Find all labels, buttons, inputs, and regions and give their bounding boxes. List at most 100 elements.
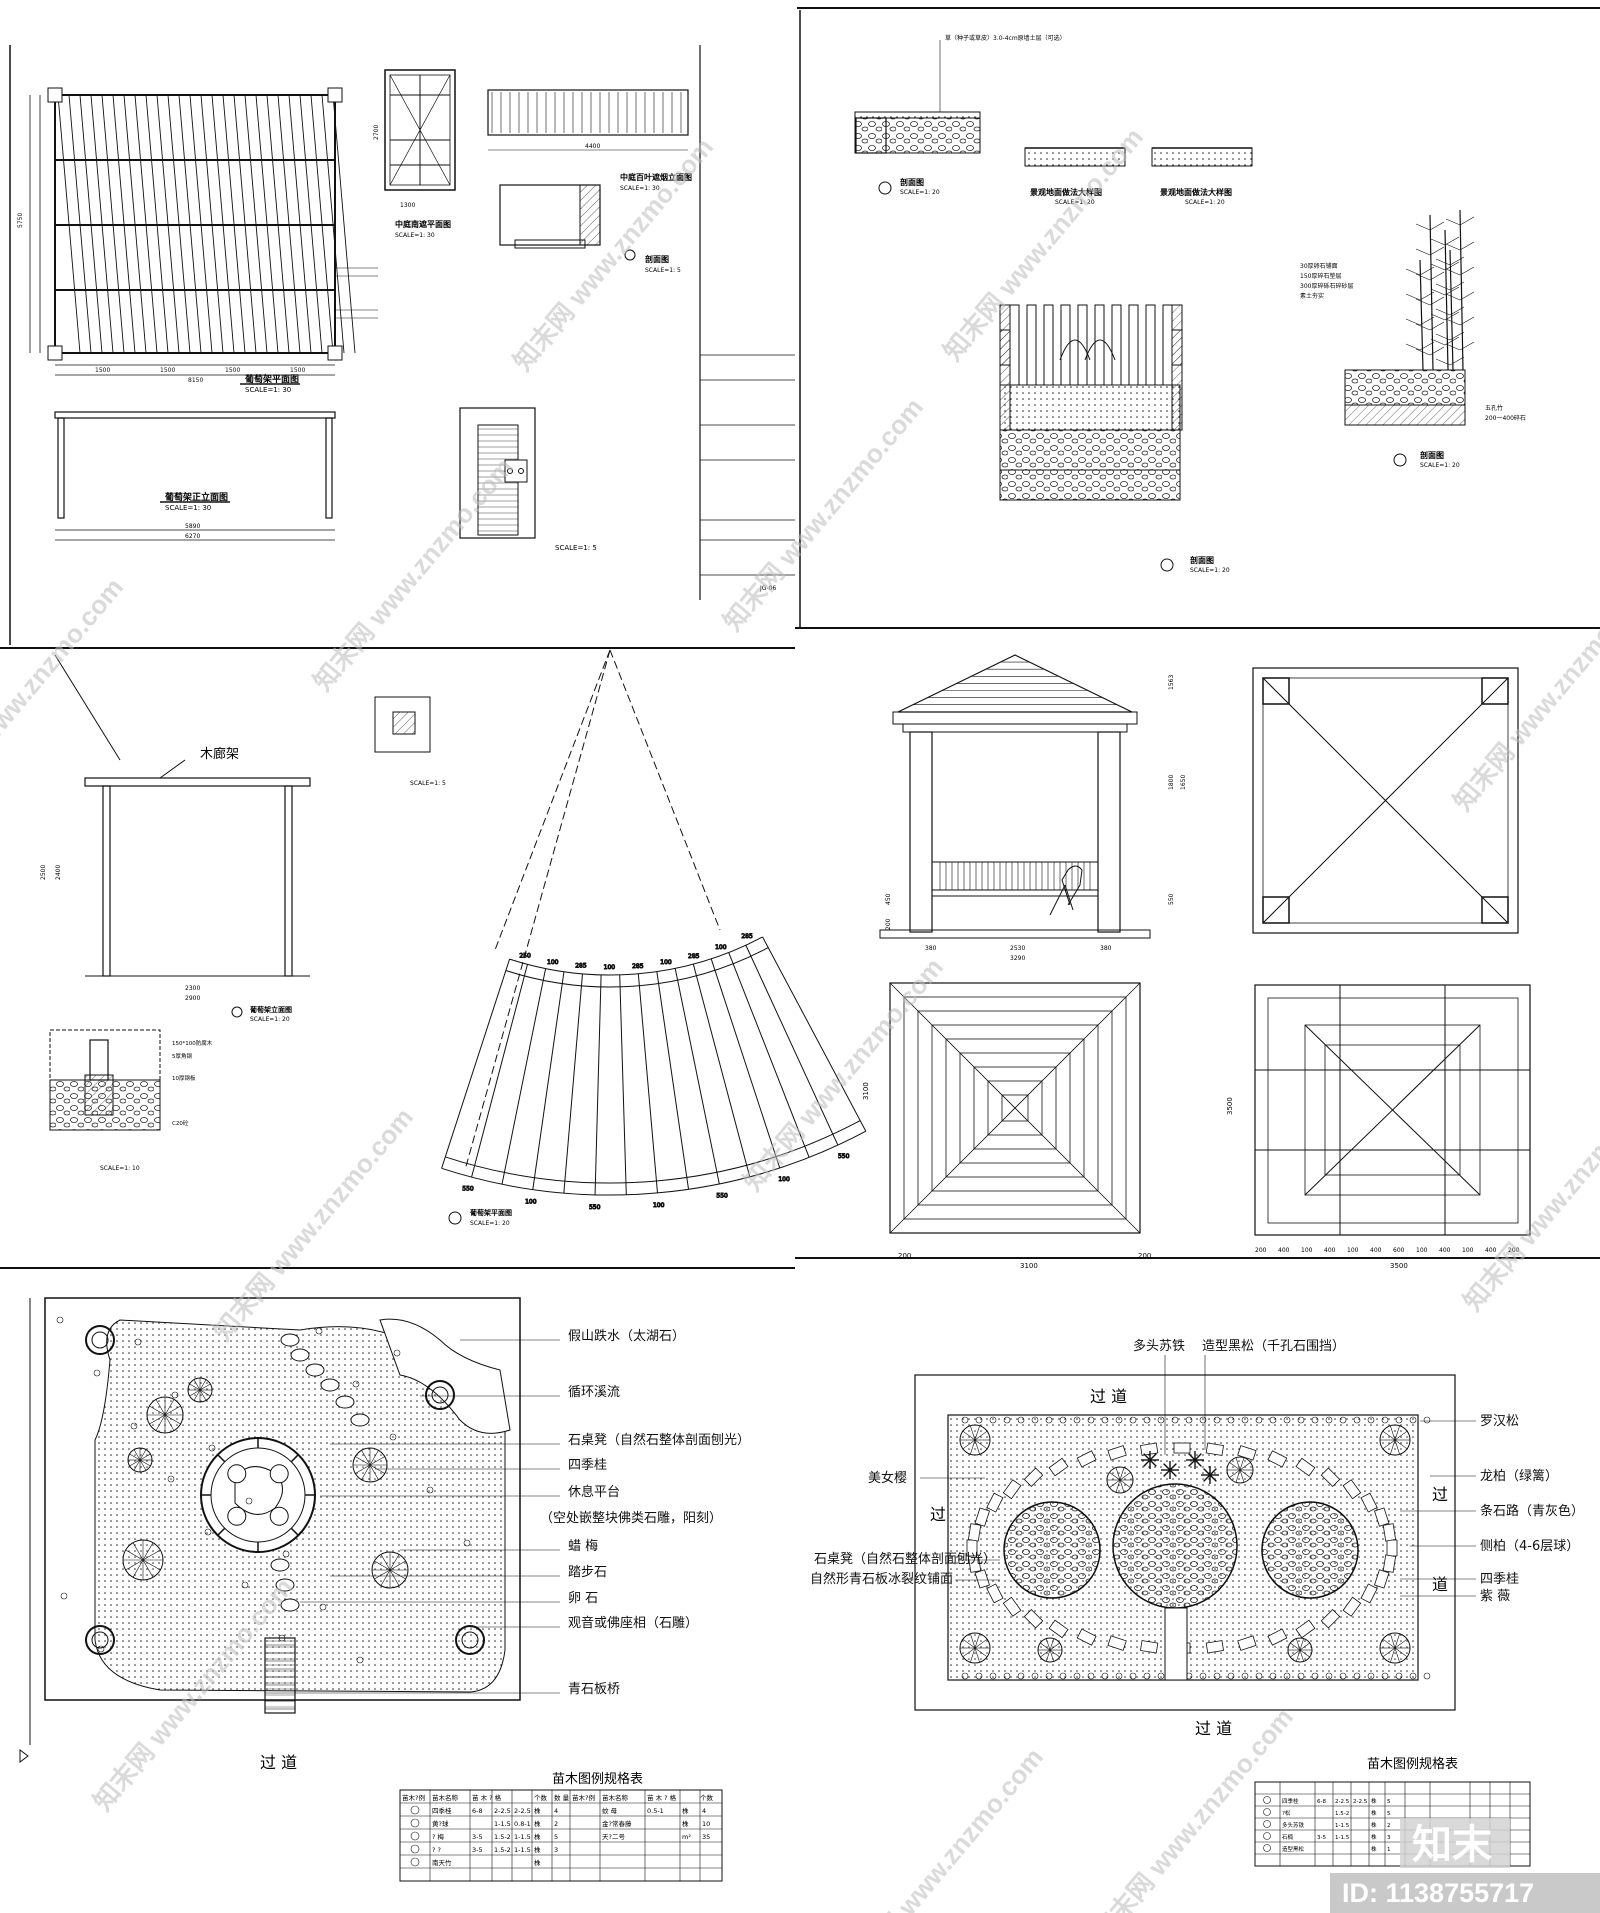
table-cell: 株 <box>682 1819 689 1828</box>
shrub-dot <box>134 1338 142 1346</box>
tree-branch <box>355 1464 371 1474</box>
tree-branch <box>1049 1649 1054 1662</box>
pav-h-1: 1563 <box>1168 675 1175 690</box>
hedge-dot <box>1003 1416 1011 1424</box>
tree-branch <box>133 1449 141 1461</box>
tree-branch <box>139 1459 147 1471</box>
stepping-stone <box>275 1578 295 1592</box>
platform-spoke <box>217 1454 226 1463</box>
shrub-dot <box>315 1327 323 1335</box>
watermark-site: 知末网 www.znzmo.com <box>717 392 929 636</box>
tree-branch <box>1394 1425 1400 1441</box>
legend-symbol <box>410 1831 420 1841</box>
fan-inner-dim: 100 <box>604 964 616 971</box>
label-stone-path: 条石路（青灰色） <box>1480 1503 1584 1519</box>
tree-branch <box>132 1542 144 1561</box>
shrub-dot <box>97 1645 105 1653</box>
stepping-stone <box>280 1333 300 1347</box>
tree-branch <box>1119 1472 1131 1481</box>
tree-branch <box>355 1456 371 1466</box>
table-cell: 石楠 <box>1282 1833 1294 1841</box>
bamboo-leaf <box>1430 311 1460 321</box>
path-stone <box>1048 1457 1069 1477</box>
tree-branch <box>974 1425 980 1441</box>
roof-ring <box>917 1010 1113 1206</box>
table-cell: 南天竹 <box>432 1858 452 1867</box>
path-stone <box>1002 1479 1022 1500</box>
hedge-dot <box>1367 1416 1375 1424</box>
platform-spoke <box>290 1454 299 1463</box>
planter <box>455 1625 485 1655</box>
roof-edge-2: 200 <box>1138 1252 1151 1260</box>
stepping-stone <box>335 1395 355 1409</box>
tree-branch <box>164 1414 181 1425</box>
bamboo-note-1: 30厚卵石铺面 <box>1300 262 1338 270</box>
bamboo-note-3: 300厚碎砾石碎砂层 <box>1300 282 1353 290</box>
tree-branch <box>970 1633 976 1649</box>
shrub-dot <box>426 1486 434 1494</box>
table-right-title: 苗木图例规格表 <box>1367 1756 1458 1772</box>
label-juniper: 龙柏（绿篱） <box>1480 1469 1558 1484</box>
tree-branch <box>149 1414 166 1425</box>
legend-symbol <box>1263 1796 1271 1804</box>
section-c-scale: SCALE=1: 20 <box>1420 462 1460 469</box>
tree-branch <box>1390 1633 1396 1649</box>
label-rockery: 假山跌水（太湖石） <box>568 1328 685 1344</box>
table-cell: 金?常春藤 <box>602 1819 632 1828</box>
tree-branch <box>380 1569 391 1586</box>
tree-branch <box>1229 1462 1241 1471</box>
tree-branch <box>199 1389 207 1401</box>
hedge-dot <box>989 1416 997 1424</box>
legend-symbol <box>410 1805 420 1815</box>
hedge-dot <box>1031 1672 1039 1680</box>
bamboo-leaf <box>1430 286 1460 296</box>
tree-branch <box>125 1559 144 1571</box>
paving-a-title: 景观地面做法大样图 <box>1030 187 1102 197</box>
path-stone <box>1107 1635 1127 1651</box>
cycad-frond <box>1143 1459 1151 1467</box>
table-header: 苗木?例 <box>572 1793 595 1802</box>
legend-symbol <box>410 1818 420 1828</box>
table-cell: 1-1.5 <box>1335 1835 1350 1841</box>
legend-symbol <box>410 1844 420 1854</box>
path-stone <box>1205 1442 1224 1456</box>
fan-outer-dim: 550 <box>838 1153 850 1160</box>
hedge-dot <box>1087 1416 1095 1424</box>
plan-dim-4: 1500 <box>290 367 305 374</box>
path-stone <box>1107 1445 1127 1461</box>
table-cell: m² <box>682 1833 691 1841</box>
tree-branch <box>1049 1642 1060 1651</box>
cycad-frond <box>1143 1453 1151 1461</box>
tree-branch <box>1049 1649 1060 1658</box>
paving-b-title: 景观地面做法大样图 <box>1160 187 1232 197</box>
tree-branch <box>1046 1649 1051 1662</box>
table-header: 苗 木 ? 格 <box>647 1793 677 1802</box>
frame-dim-1: 2300 <box>185 985 200 992</box>
tree-branch <box>189 1383 201 1391</box>
shrub-dot <box>167 1475 175 1483</box>
hedge-dot <box>1241 1672 1249 1680</box>
planter-inner <box>91 1331 109 1349</box>
tree-branch <box>1390 1425 1396 1441</box>
footing-note-1: 150*100防腐木 <box>172 1039 213 1047</box>
table-cell: 2-2.5 <box>1335 1799 1350 1805</box>
cycad-frond <box>1163 1463 1171 1471</box>
table-cell: 蚊 母 <box>602 1806 618 1815</box>
floor-dim: 400 <box>1370 1247 1382 1254</box>
bamboo-note-b2: 200一400碎石 <box>1485 414 1526 422</box>
fountain-post <box>1026 304 1037 386</box>
hedge-dot <box>1003 1672 1011 1680</box>
section-a-scale: SCALE=1: 20 <box>900 189 940 196</box>
legend-symbol <box>1263 1820 1271 1828</box>
tree-branch <box>1390 1439 1396 1455</box>
tree-branch <box>1394 1647 1408 1658</box>
tree-branch <box>962 1430 976 1441</box>
stepping-stone <box>320 1378 340 1392</box>
trellis-slat <box>332 94 356 354</box>
label-verbena: 美女樱 <box>868 1470 907 1486</box>
tree-branch <box>142 1559 161 1571</box>
tree-branch <box>1299 1649 1310 1658</box>
watermark-site: 知末网 www.znzmo.com <box>307 452 519 696</box>
path-stone <box>1237 1635 1257 1651</box>
